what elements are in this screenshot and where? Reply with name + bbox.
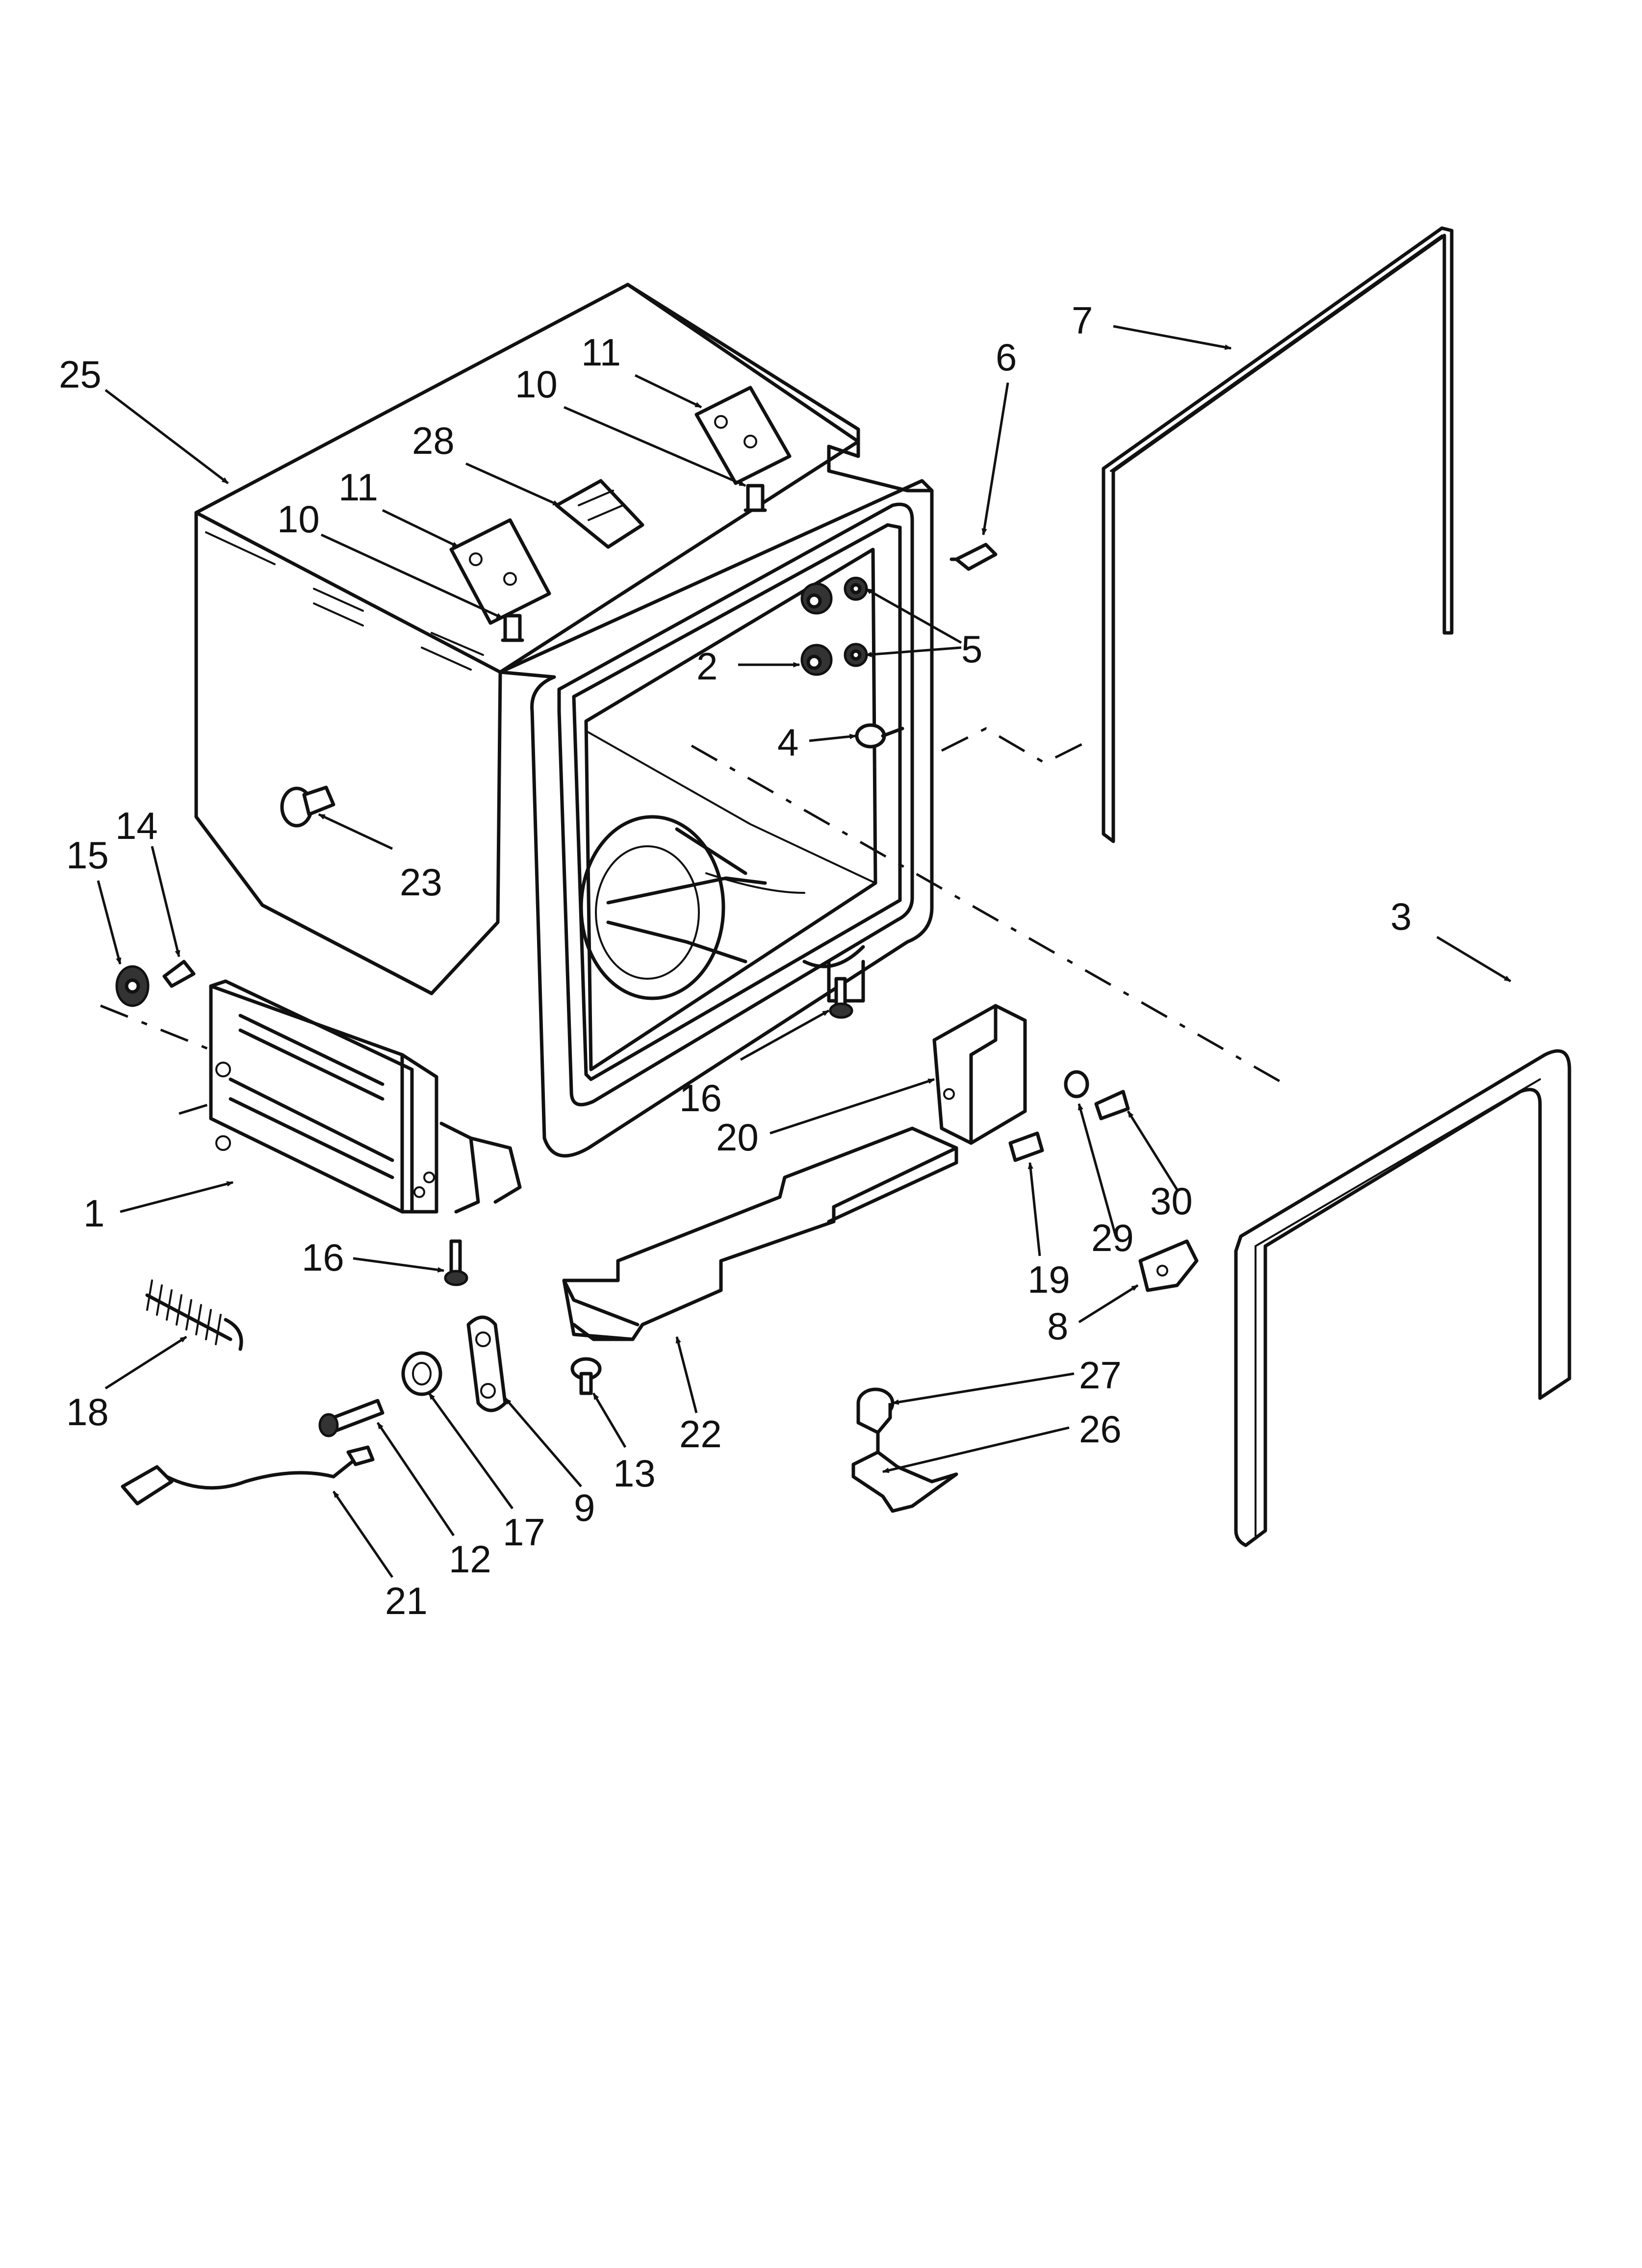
mounting-bracket: [932, 1004, 1027, 1145]
callout-2: 2: [696, 645, 718, 688]
callout-25: 25: [59, 353, 102, 396]
plug: [570, 1357, 602, 1395]
callout-13: 13: [613, 1452, 656, 1495]
callout-20: 20: [716, 1116, 759, 1159]
screw-bracket: [1008, 1131, 1044, 1162]
spring: [145, 1279, 243, 1351]
callout-1: 1: [83, 1192, 104, 1235]
leveling-leg-right: [829, 977, 853, 1019]
valve-clamp: [856, 1387, 895, 1434]
wheel: [401, 1351, 442, 1396]
callout-12: 12: [449, 1538, 491, 1581]
callout-15: 15: [66, 834, 109, 877]
hinge-bracket-upper: [694, 386, 792, 485]
washer: [844, 576, 868, 667]
cam: [466, 1315, 507, 1412]
callout-16: 16: [302, 1236, 344, 1279]
callout-5: 5: [961, 627, 982, 671]
callout-labels: 25 11 10 28 11 10 7 6 5 2 4 23 15 14 3 1…: [59, 299, 1411, 1622]
callout-19: 19: [1027, 1258, 1070, 1301]
callout-14: 14: [115, 804, 158, 847]
mounting-clip: [555, 479, 644, 549]
callout-16: 16: [679, 1076, 722, 1120]
callout-10: 10: [515, 363, 558, 406]
callout-10: 10: [277, 497, 320, 541]
callout-11: 11: [581, 331, 621, 374]
leveling-leg-left: [444, 1239, 468, 1286]
callout-18: 18: [66, 1390, 109, 1434]
callout-22: 22: [679, 1412, 722, 1456]
bolt-side: [162, 960, 196, 988]
screw-upper: [744, 484, 767, 512]
tub-gasket: [1234, 1049, 1571, 1547]
callout-30: 30: [1150, 1179, 1193, 1223]
callout-11: 11: [338, 466, 378, 509]
rack-stop: [855, 723, 904, 749]
door-latch-clip: [1138, 1239, 1199, 1292]
callout-9: 9: [574, 1486, 595, 1529]
ground-cable: [121, 1445, 375, 1506]
bolt-wheel: [318, 1399, 385, 1437]
tub-assembly: [100, 283, 1286, 1214]
callout-23: 23: [400, 860, 442, 904]
bolt-bracket: [1094, 1090, 1130, 1121]
callout-27: 27: [1079, 1354, 1122, 1397]
toe-panel-cover: [562, 1126, 958, 1341]
callout-6: 6: [996, 336, 1017, 379]
nut: [115, 965, 150, 1007]
door-gasket: [1102, 226, 1454, 843]
screw-right: [949, 543, 998, 571]
callout-17: 17: [503, 1511, 545, 1554]
rack-roller: [800, 582, 833, 676]
callout-3: 3: [1390, 895, 1411, 938]
callout-28: 28: [412, 419, 455, 462]
mounting-plate: [851, 1431, 958, 1513]
tub-bumper: [280, 785, 335, 828]
callout-26: 26: [1079, 1408, 1122, 1451]
hinge-bracket-lower: [449, 518, 551, 625]
callout-4: 4: [777, 721, 798, 764]
callout-21: 21: [385, 1579, 428, 1622]
callout-8: 8: [1047, 1304, 1068, 1348]
callout-leaders: [97, 325, 1512, 1578]
callout-7: 7: [1072, 299, 1093, 342]
callout-29: 29: [1091, 1216, 1134, 1259]
screw-lower: [501, 614, 524, 642]
spacer-washer: [1064, 1070, 1089, 1098]
